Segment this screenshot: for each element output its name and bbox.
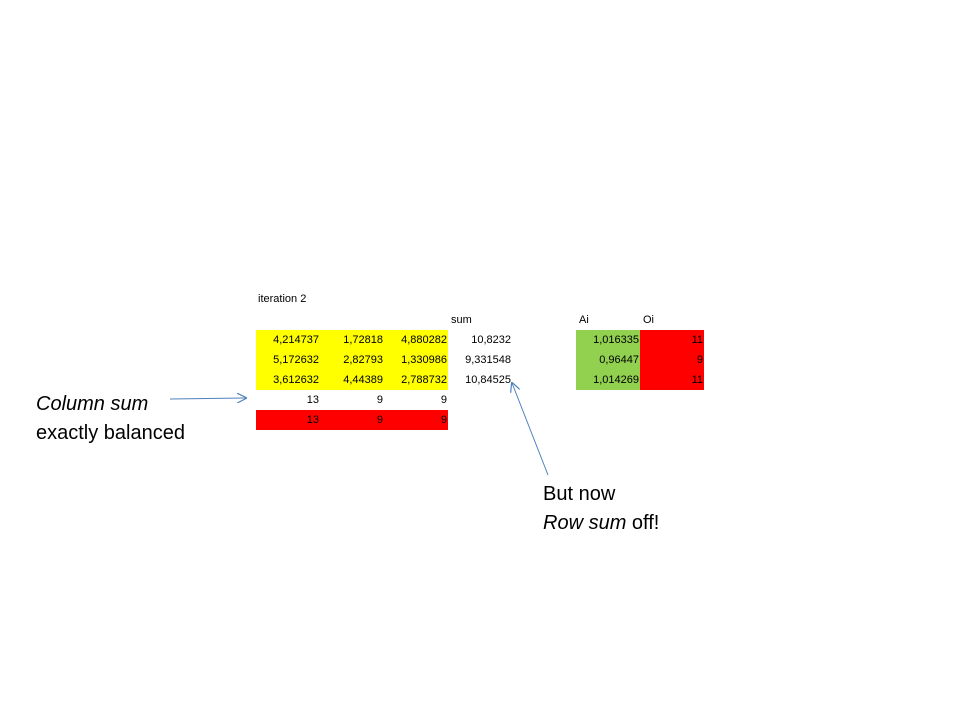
cell-r3-c3: 2,788732 — [384, 370, 448, 390]
oi-r2: 9 — [640, 350, 704, 370]
cell-r3-c2: 4,44389 — [320, 370, 384, 390]
column-sum-1: 13 — [306, 394, 319, 406]
row-sum-note: But now Row sum off! — [543, 480, 659, 538]
column-sum-note-line1: Column sum — [36, 393, 149, 415]
sheet-title: iteration 2 — [258, 293, 307, 305]
ai-r2: 0,96447 — [576, 350, 640, 370]
column-sum-note-line2: exactly balanced — [36, 422, 185, 444]
header-ai: Ai — [579, 314, 589, 326]
cell-r1-c2: 1,72818 — [320, 330, 384, 350]
ai-r3: 1,014269 — [576, 370, 640, 390]
column-sum-2: 9 — [376, 394, 383, 406]
row-sum-2: 9,331548 — [465, 354, 511, 366]
cell-r2-c1: 5,172632 — [256, 350, 320, 370]
oi-r3: 11 — [640, 370, 704, 390]
cell-r3-c1: 3,612632 — [256, 370, 320, 390]
cell-r1-c3: 4,880282 — [384, 330, 448, 350]
row-sum-note-rest: off! — [631, 512, 660, 534]
cell-r2-c2: 2,82793 — [320, 350, 384, 370]
cell-r1-c1: 4,214737 — [256, 330, 320, 350]
column-target-3: 9 — [384, 410, 448, 430]
row-sum-3: 10,84525 — [465, 374, 511, 386]
ai-r1: 1,016335 — [576, 330, 640, 350]
column-sum-3: 9 — [440, 394, 447, 406]
row-sum-arrow — [512, 383, 549, 476]
column-target-1: 13 — [256, 410, 320, 430]
header-sum: sum — [451, 314, 472, 326]
row-sum-note-italic: Row sum — [543, 512, 627, 534]
header-oi: Oi — [643, 314, 654, 326]
column-sum-note: Column sum exactly balanced — [36, 390, 185, 448]
column-sum-arrow — [169, 398, 246, 399]
row-sum-note-line1: But now — [543, 483, 616, 505]
cell-r2-c3: 1,330986 — [384, 350, 448, 370]
row-sum-1: 10,8232 — [471, 334, 511, 346]
oi-r1: 11 — [640, 330, 704, 350]
column-target-2: 9 — [320, 410, 384, 430]
